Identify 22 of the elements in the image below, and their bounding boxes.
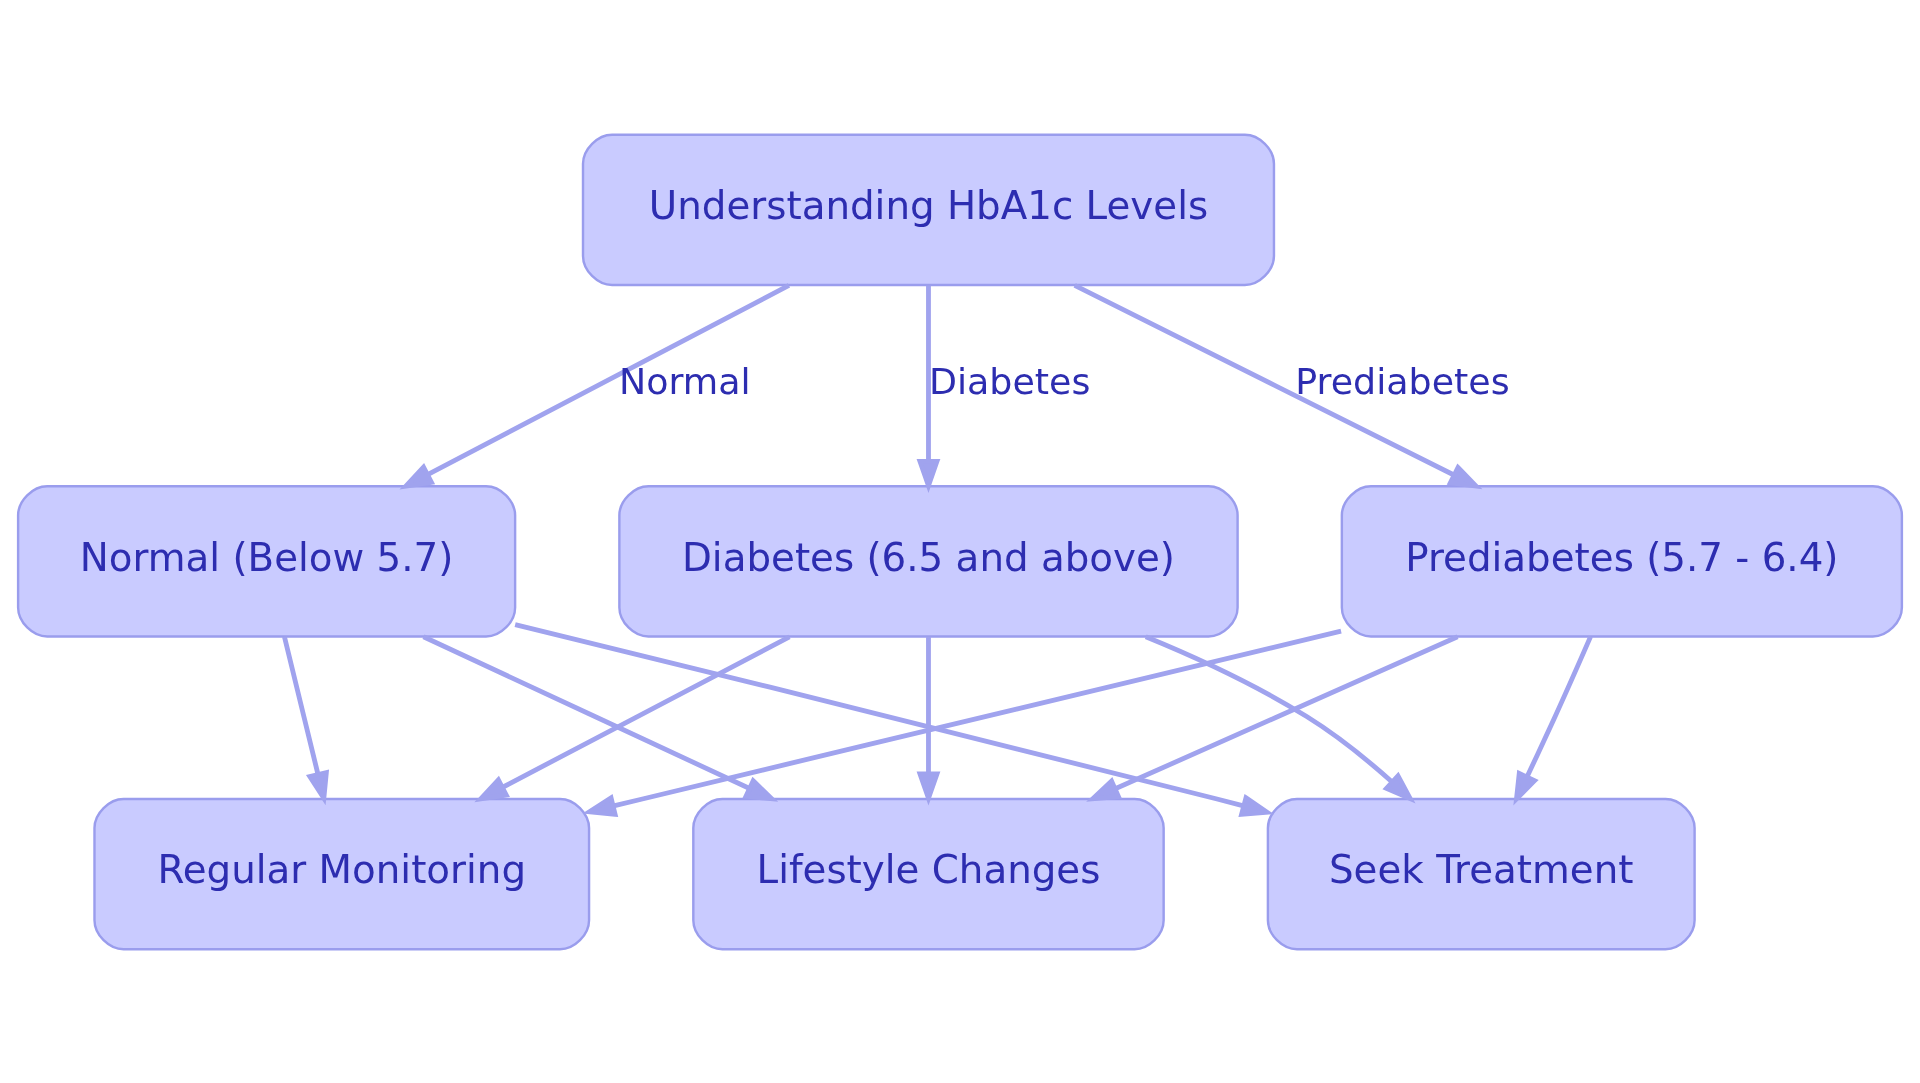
arrow bbox=[1513, 635, 1593, 806]
node-box: Lifestyle Changes bbox=[692, 797, 1165, 950]
arrow bbox=[916, 285, 941, 493]
arrow bbox=[582, 628, 1342, 817]
arrow bbox=[1073, 282, 1483, 489]
arrow bbox=[1086, 634, 1459, 802]
edge-label: Prediabetes bbox=[1295, 359, 1510, 403]
node-box: Understanding HbA1c Levels bbox=[581, 133, 1276, 286]
node-box: Seek Treatment bbox=[1266, 797, 1696, 950]
arrow bbox=[282, 635, 330, 805]
arrow bbox=[399, 282, 791, 489]
node-box: Diabetes (6.5 and above) bbox=[618, 484, 1239, 638]
arrow bbox=[1144, 634, 1416, 803]
arrow bbox=[474, 634, 791, 802]
edge-label: Diabetes bbox=[929, 359, 1091, 403]
arrow bbox=[422, 634, 779, 802]
node-box: Regular Monitoring bbox=[93, 797, 591, 950]
edge-label: Normal bbox=[619, 359, 751, 403]
node-box: Prediabetes (5.7 - 6.4) bbox=[1340, 484, 1904, 638]
arrow bbox=[514, 621, 1275, 817]
node-box: Normal (Below 5.7) bbox=[16, 484, 517, 638]
arrow bbox=[916, 636, 941, 806]
